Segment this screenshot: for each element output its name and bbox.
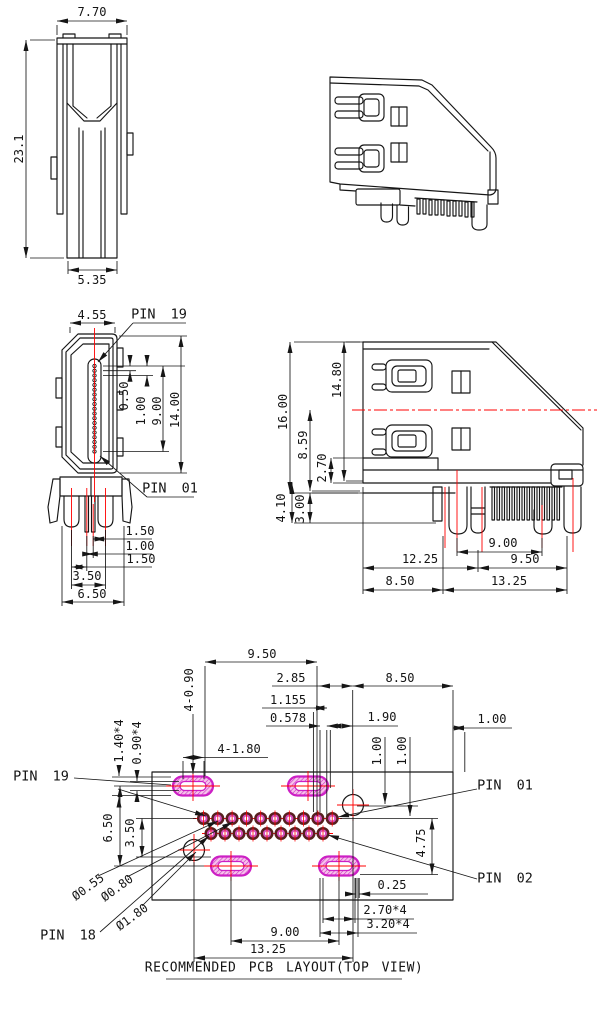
dim-right-step-height: 2.70 xyxy=(315,453,329,483)
dim-front-leg-a: 1.50 xyxy=(125,524,155,538)
dim-pcb-1-90: 1.90 xyxy=(367,710,397,724)
dim-pcb-1-00-b: 1.00 xyxy=(395,736,409,766)
dim-pcb-13-25: 13.25 xyxy=(249,942,287,956)
dim-pcb-edge-1-00: 1.00 xyxy=(477,712,507,726)
dim-pcb-8-50: 8.50 xyxy=(385,671,415,685)
dim-front-pin-pitch: 1.00 xyxy=(134,396,148,426)
dim-right-base-height: 3.00 xyxy=(293,494,307,524)
dim-side-width-top: 7.70 xyxy=(77,5,107,19)
dim-pcb-9-00: 9.00 xyxy=(270,925,300,939)
label-pin01-front: PIN 01 xyxy=(142,480,198,497)
note-pcb-pad-height: 1.40*4 xyxy=(112,719,126,763)
dim-pcb-3-50: 3.50 xyxy=(123,818,137,848)
dim-front-leg-c: 1.50 xyxy=(126,552,156,566)
dim-front-pin-span: 9.00 xyxy=(150,396,164,426)
dim-front-width-top: 4.55 xyxy=(77,308,107,322)
dim-right-overall-length: 13.25 xyxy=(490,574,528,588)
dim-front-shell-height: 14.00 xyxy=(168,391,182,429)
dim-front-leg-b: 1.00 xyxy=(125,539,155,553)
dim-right-front-length: 12.25 xyxy=(401,552,439,566)
label-pin02-pcb: PIN 02 xyxy=(477,870,533,887)
pcb-layout-drawing xyxy=(73,659,512,980)
dim-pcb-1-00-a: 1.00 xyxy=(370,736,384,766)
dim-right-body-length: 8.50 xyxy=(385,574,415,588)
label-pin01-pcb: PIN 01 xyxy=(477,777,533,794)
note-pcb-slot-width: 4-0.90 xyxy=(182,668,196,712)
dim-right-tail-length: 9.50 xyxy=(510,552,540,566)
dim-right-leg-height: 4.10 xyxy=(274,493,288,523)
label-pin19-pcb: PIN 19 xyxy=(13,768,69,785)
dim-right-height-below-center: 8.59 xyxy=(296,430,310,460)
label-pin19-front: PIN 19 xyxy=(131,306,187,323)
right-side-view-drawing xyxy=(287,341,597,594)
dim-pcb-6-50: 6.50 xyxy=(101,813,115,843)
dim-pcb-0-578: 0.578 xyxy=(269,711,307,725)
dim-pcb-pad-span: 9.50 xyxy=(247,647,277,661)
dim-front-leg-pitch: 3.50 xyxy=(72,569,102,583)
dim-front-leg-span: 6.50 xyxy=(77,587,107,601)
dim-side-height: 23.1 xyxy=(12,134,26,164)
dim-right-height-total: 16.00 xyxy=(276,393,290,431)
label-pin18-pcb: PIN 18 xyxy=(40,927,96,944)
side-view-drawing xyxy=(23,18,134,274)
front-view-drawing xyxy=(47,320,194,606)
dim-pcb-0-25: 0.25 xyxy=(377,878,407,892)
note-pcb-pad-len: 3.20*4 xyxy=(366,917,410,931)
isometric-view-drawing xyxy=(329,76,499,231)
note-pcb-slot-length: 4-1.80 xyxy=(217,742,261,756)
dim-side-width-bottom: 5.35 xyxy=(77,273,107,287)
dim-pcb-2-85: 2.85 xyxy=(276,671,306,685)
pcb-layout-title: RECOMMENDED PCB LAYOUT(TOP VIEW) xyxy=(144,960,424,976)
dim-right-pin-span: 9.00 xyxy=(488,536,518,550)
dim-front-pin-offset: 0.50 xyxy=(117,381,131,411)
dim-pcb-1-155: 1.155 xyxy=(269,693,307,707)
dim-right-height-shell: 14.80 xyxy=(330,361,344,399)
note-pcb-slot-height: 0.90*4 xyxy=(130,721,144,765)
dim-pcb-4-75: 4.75 xyxy=(414,828,428,858)
note-pcb-slot-len: 2.70*4 xyxy=(363,903,407,917)
